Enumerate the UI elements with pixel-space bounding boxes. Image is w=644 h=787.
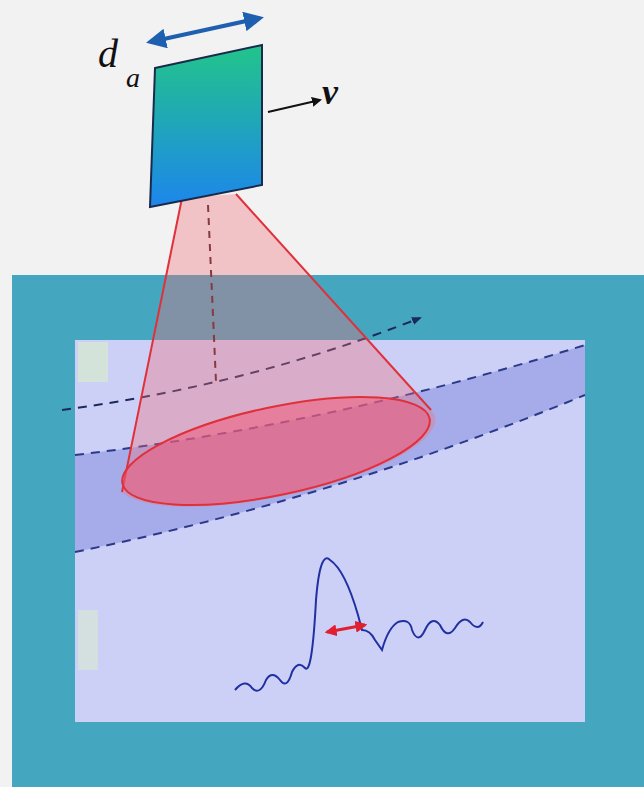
aperture-dimension — [150, 18, 260, 42]
velocity-symbol: v — [322, 74, 338, 110]
aperture-symbol: d — [98, 34, 118, 74]
pulse-response — [235, 558, 483, 690]
antenna — [150, 45, 262, 207]
aperture-subscript: a — [126, 64, 140, 92]
footprint — [113, 375, 438, 526]
velocity-arrow — [268, 100, 320, 112]
resolution-width — [327, 625, 365, 632]
